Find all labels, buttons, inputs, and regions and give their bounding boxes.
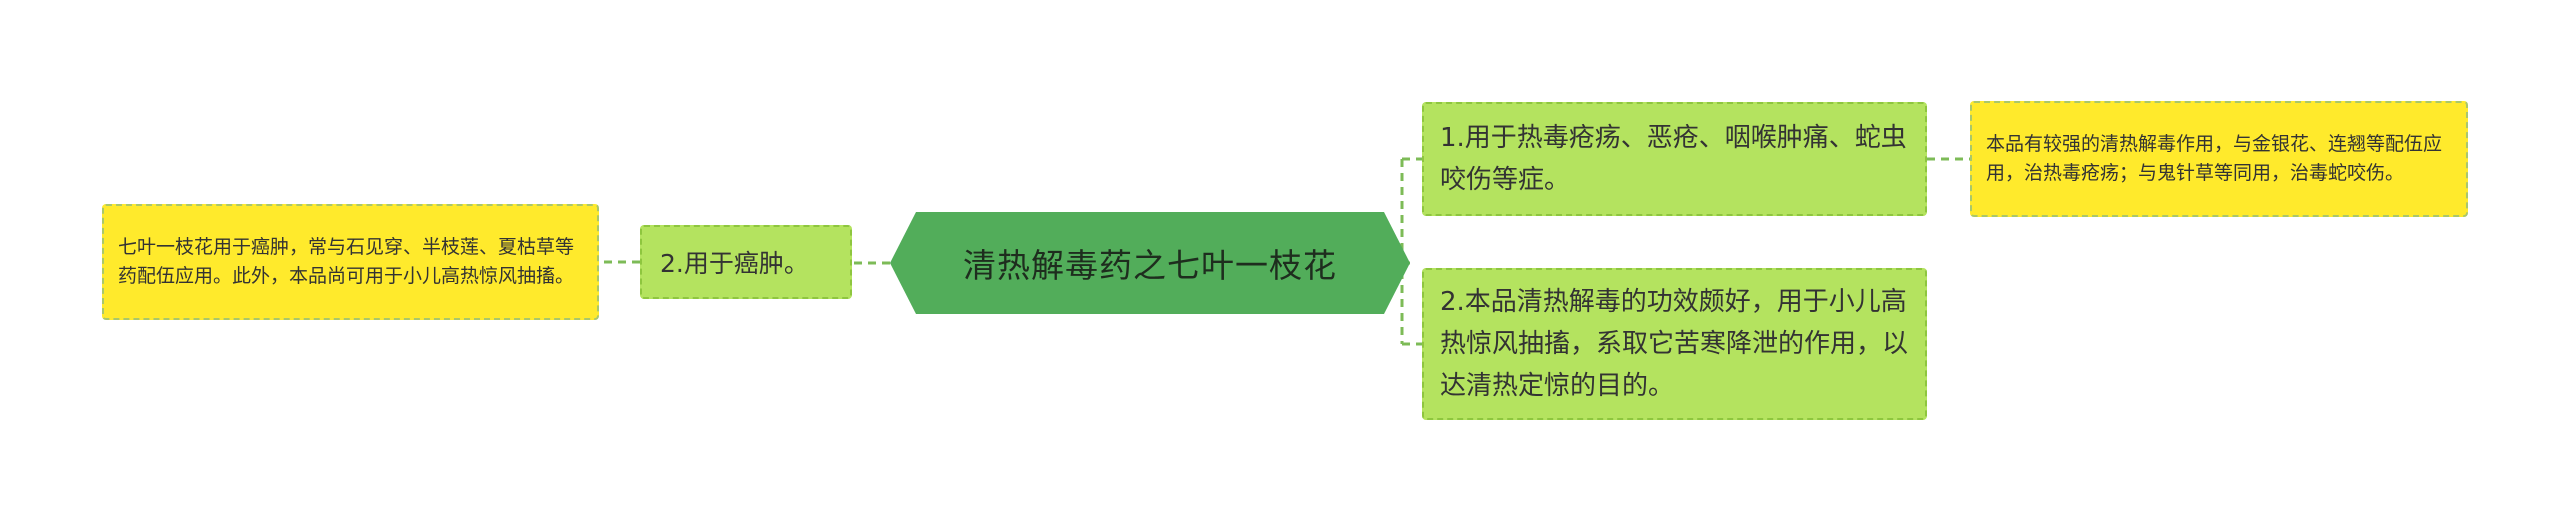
branch-node-label: 1.用于热毒疮疡、恶疮、咽喉肿痛、蛇虫咬伤等症。	[1440, 123, 1907, 195]
connector-central-right	[1400, 157, 1422, 346]
branch-node-cancer[interactable]: 2.用于癌肿。	[640, 225, 852, 299]
detail-node-toxic-sores[interactable]: 本品有较强的清热解毒作用，与金银花、连翘等配伍应用，治热毒疮疡；与鬼针草等同用，…	[1970, 101, 2468, 217]
branch-node-label: 2.本品清热解毒的功效颇好，用于小儿高热惊风抽搐，系取它苦寒降泄的作用，以达清热…	[1440, 287, 1909, 401]
branch-node-toxic-sores[interactable]: 1.用于热毒疮疡、恶疮、咽喉肿痛、蛇虫咬伤等症。	[1422, 102, 1927, 216]
detail-node-cancer[interactable]: 七叶一枝花用于癌肿，常与石见穿、半枝莲、夏枯草等药配伍应用。此外，本品尚可用于小…	[102, 204, 599, 320]
branch-node-convulsion[interactable]: 2.本品清热解毒的功效颇好，用于小儿高热惊风抽搐，系取它苦寒降泄的作用，以达清热…	[1422, 268, 1927, 420]
central-topic[interactable]: 清热解毒药之七叶一枝花	[890, 212, 1410, 314]
detail-node-text: 本品有较强的清热解毒作用，与金银花、连翘等配伍应用，治热毒疮疡；与鬼针草等同用，…	[1986, 133, 2443, 184]
detail-node-text: 七叶一枝花用于癌肿，常与石见穿、半枝莲、夏枯草等药配伍应用。此外，本品尚可用于小…	[118, 236, 575, 287]
central-topic-label: 清热解毒药之七叶一枝花	[963, 246, 1337, 285]
branch-node-label: 2.用于癌肿。	[660, 249, 809, 278]
